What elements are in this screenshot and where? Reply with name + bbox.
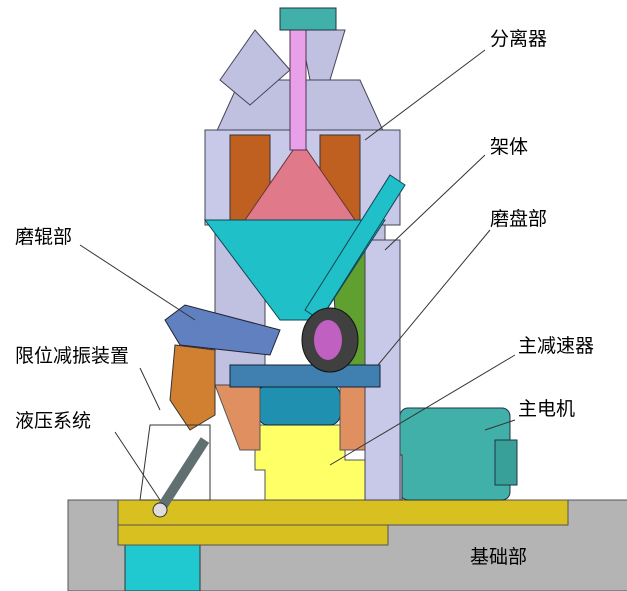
- separator-drive: [279, 7, 337, 31]
- lower-housing: [214, 384, 261, 451]
- roller-arm: [164, 304, 281, 356]
- label-grinding-table: 磨盘部: [490, 208, 548, 230]
- base-beam-lower: [117, 524, 389, 546]
- leader-table: [377, 229, 491, 366]
- roller-hub: [314, 320, 342, 360]
- hydraulic-cylinder: [155, 437, 210, 513]
- label-hydraulic-system: 液压系统: [15, 410, 92, 432]
- label-grinding-roller: 磨辊部: [15, 226, 73, 248]
- table-drive: [257, 384, 341, 426]
- label-damping-device: 限位减振装置: [15, 345, 130, 367]
- leader-hydraulic: [114, 431, 161, 501]
- main-motor-end: [494, 439, 518, 486]
- leader-reducer: [329, 354, 516, 466]
- leader-damping: [139, 367, 161, 411]
- base-beam: [117, 499, 569, 526]
- grinding-table: [229, 364, 381, 388]
- hydraulic-pivot: [152, 502, 168, 518]
- label-foundation: 基础部: [470, 546, 528, 568]
- label-separator: 分离器: [490, 28, 548, 50]
- label-main-reducer: 主减速器: [518, 335, 595, 357]
- rocker-arm: [169, 344, 216, 431]
- main-motor-body: [399, 407, 511, 501]
- leader-motor: [484, 419, 516, 431]
- leader-lines: [79, 49, 516, 501]
- label-main-motor: 主电机: [518, 398, 576, 420]
- label-frame: 架体: [490, 136, 529, 158]
- separator-shaft: [289, 29, 307, 151]
- leader-separator: [364, 49, 486, 141]
- top-cover: [299, 29, 346, 81]
- leader-roller: [79, 244, 196, 321]
- leader-frame: [384, 154, 486, 251]
